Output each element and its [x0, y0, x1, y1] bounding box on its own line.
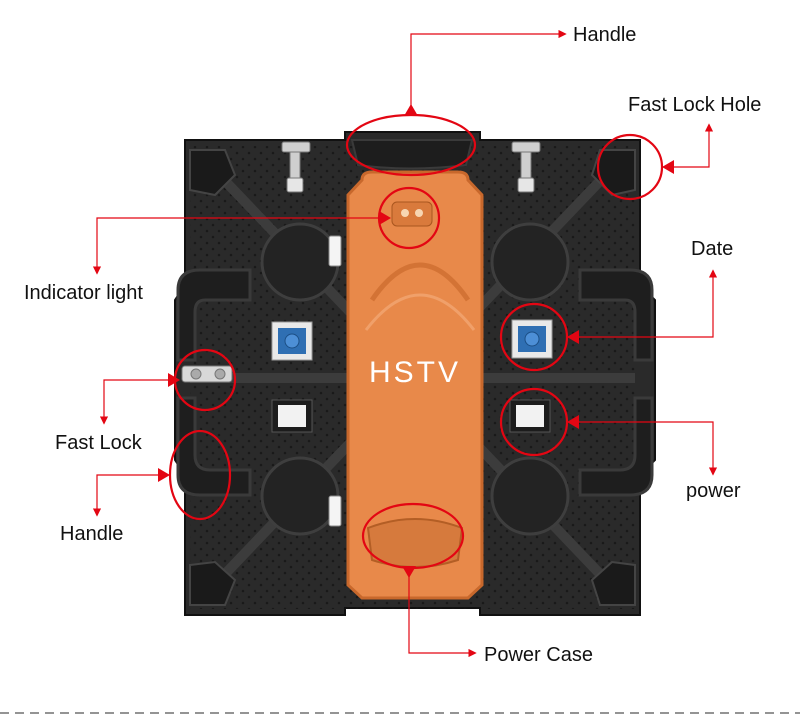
label-date: Date: [691, 238, 733, 260]
leader-indicator-light: [92, 217, 379, 275]
leader-fast-lock: [99, 379, 175, 425]
power-socket-left: [271, 399, 313, 433]
labels: Handle Fast Lock Hole Date Indicator lig…: [24, 24, 761, 666]
leader-handle-top: [410, 29, 567, 113]
label-fast-lock-hole: Fast Lock Hole: [628, 94, 761, 116]
leader-power-case: [408, 568, 477, 658]
data-port-right: [511, 319, 553, 359]
corner-locks: [189, 149, 636, 606]
label-fast-lock: Fast Lock: [55, 432, 143, 454]
top-handle: [350, 139, 474, 170]
leader-handle-left: [92, 474, 170, 517]
leader-lines: [92, 29, 718, 658]
top-latches: [281, 141, 541, 193]
power-case-rib: [364, 293, 476, 331]
leader-fast-lock-hole: [662, 123, 714, 168]
power-socket-right: [509, 399, 551, 433]
power-case-rib: [369, 262, 471, 302]
leader-power: [567, 421, 718, 476]
cabinet-bosses: [260, 222, 570, 536]
label-indicator-light: Indicator light: [24, 282, 143, 304]
leader-date: [567, 269, 718, 338]
fast-lock-mechanism: [181, 365, 233, 383]
label-handle-top: Handle: [573, 24, 636, 46]
label-handle-left: Handle: [60, 523, 123, 545]
data-port-left: [271, 321, 313, 361]
indicator-light-housing: [391, 201, 433, 227]
power-case-clips: [328, 235, 342, 527]
label-power-case: Power Case: [484, 644, 593, 666]
brand-logo-text: HSTV: [369, 356, 461, 389]
label-power: power: [686, 480, 741, 502]
side-recesses: [176, 268, 654, 497]
power-case: HSTV: [328, 170, 484, 600]
callout-anchors: [158, 104, 674, 578]
